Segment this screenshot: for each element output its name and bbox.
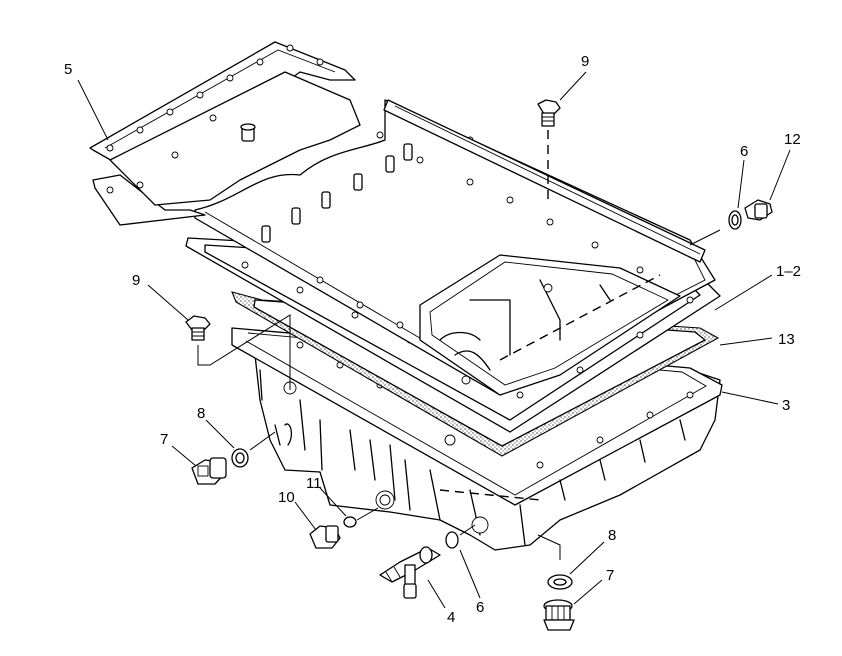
callout-9-left: 9 [132, 272, 140, 289]
washer-part-6-bottom [445, 524, 476, 549]
callout-1-2: 1–2 [776, 263, 801, 280]
bolt-part-9-top [537, 99, 561, 205]
washer-part-6-top [728, 210, 742, 230]
fitting-part-4 [379, 546, 441, 599]
upper-plate [194, 99, 716, 396]
plug-part-7-left [191, 431, 276, 485]
callout-4: 4 [447, 609, 455, 626]
plug-part-10 [309, 525, 341, 549]
callout-10: 10 [278, 489, 295, 506]
plug-part-7-bottom [543, 599, 575, 631]
callout-8-bottom: 8 [608, 527, 616, 544]
washer-part-11 [343, 507, 379, 528]
callout-8-left: 8 [197, 405, 205, 422]
callout-6-top: 6 [740, 143, 748, 160]
callout-5: 5 [64, 61, 72, 78]
callout-3: 3 [782, 397, 790, 414]
callout-11: 11 [306, 475, 322, 492]
callout-12: 12 [784, 131, 801, 148]
bolt-part-9-left [185, 314, 291, 390]
gasket-part-5 [89, 41, 361, 226]
callout-13: 13 [778, 331, 795, 348]
washer-part-8-bottom [537, 534, 573, 590]
callout-7-left: 7 [160, 431, 168, 448]
plug-part-12 [689, 199, 773, 246]
callout-6-bottom: 6 [476, 599, 484, 616]
leader-lines [77, 71, 791, 609]
callout-9-top: 9 [581, 53, 589, 70]
callout-7-bottom: 7 [606, 567, 614, 584]
washer-part-8-left [231, 448, 249, 468]
